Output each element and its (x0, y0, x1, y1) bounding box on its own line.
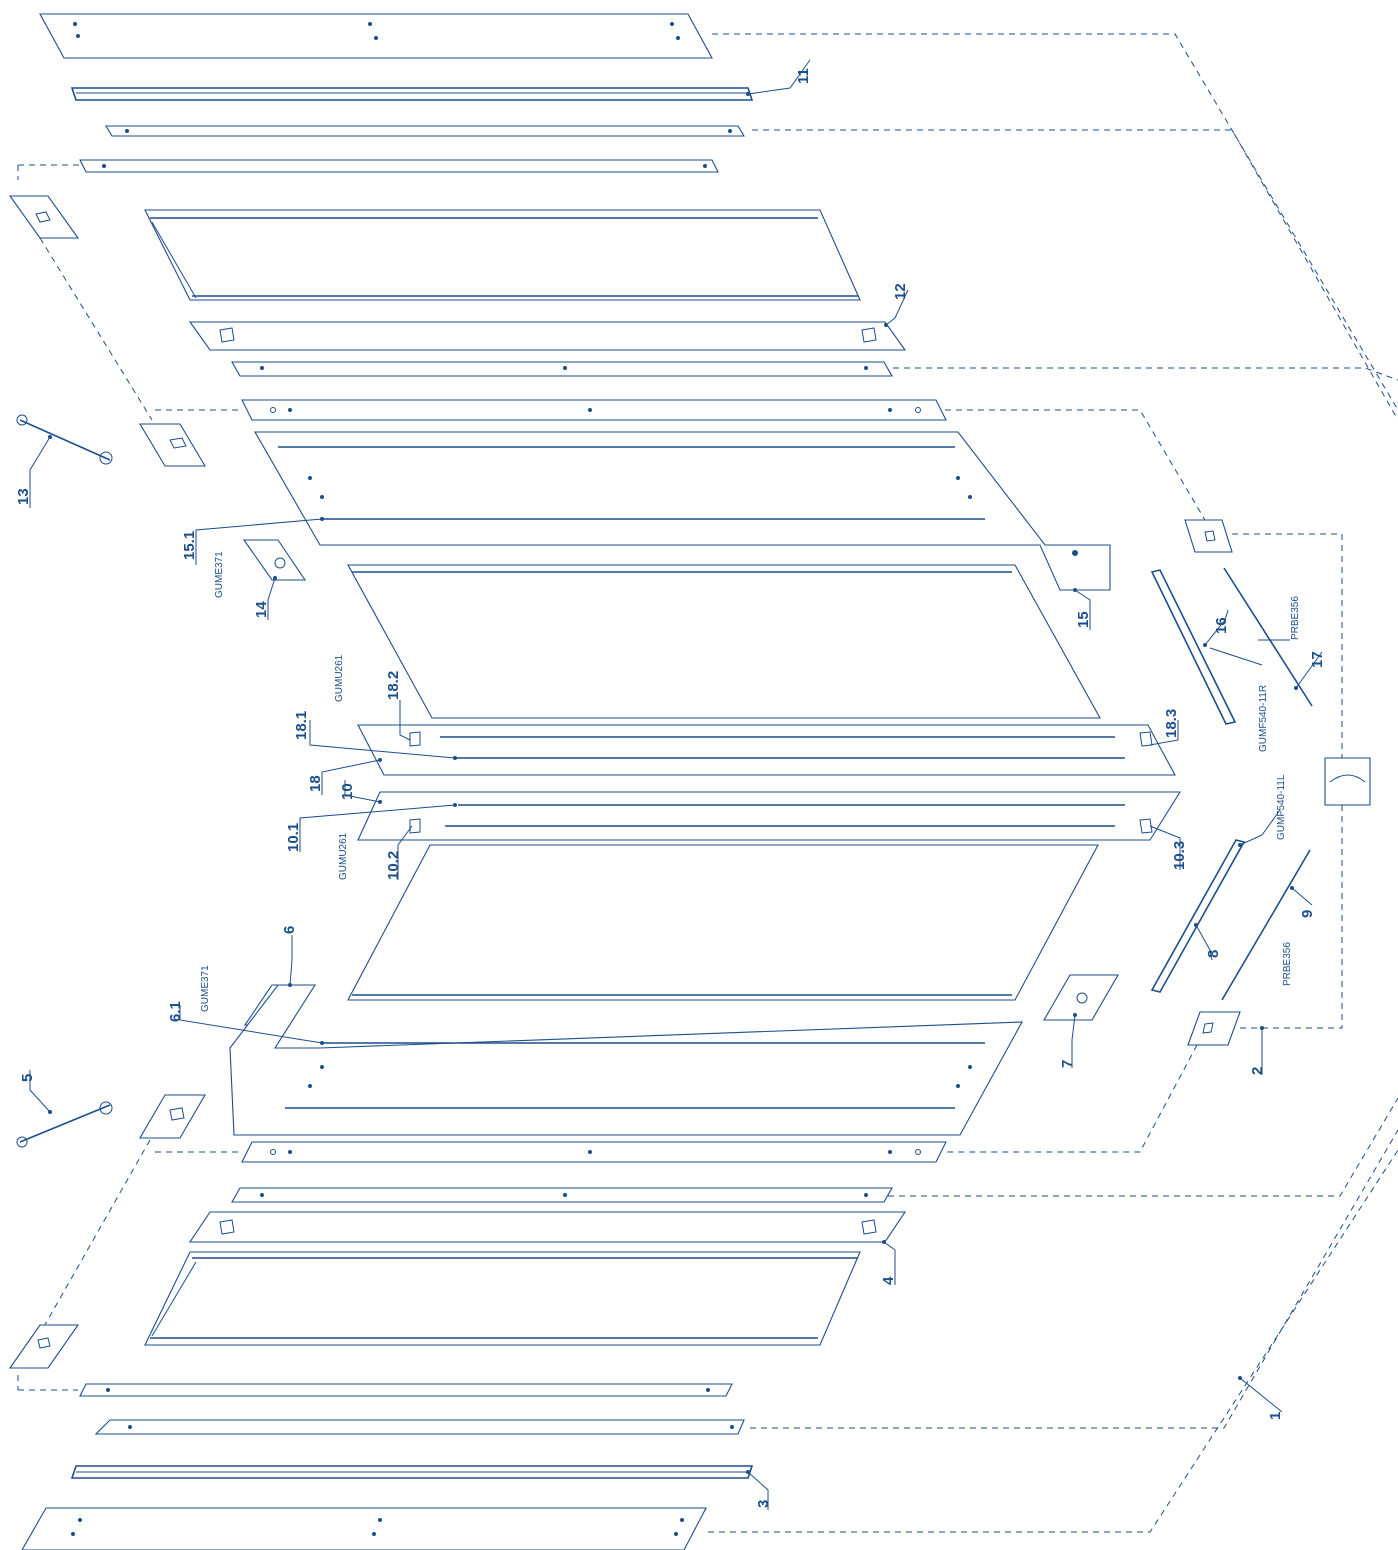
callout-6: 6 (281, 926, 298, 934)
right-profile-lower (1221, 849, 1311, 1001)
leader-lines (29, 59, 1323, 1510)
bottom-left-bracket (8, 1324, 80, 1369)
callout-5: 5 (19, 1074, 36, 1082)
right-bottom-bracket (1187, 1011, 1241, 1046)
right-seal-strip-upper (1150, 569, 1237, 725)
bottom-rail-strip (94, 1419, 745, 1435)
code-gume371-top: GUME371 (214, 551, 225, 598)
upper-roller-plate (242, 539, 307, 581)
code-gumf540-11r: GUMF540-11R (1258, 685, 1269, 752)
top-rail-strip (105, 125, 745, 137)
callout-labels: 11 12 13 15.1 GUME371 14 15 16 PRBE356 1… (15, 68, 1326, 1508)
callout-9: 9 (1299, 910, 1316, 918)
right-profile-upper (1223, 567, 1313, 707)
top-fixing-strip (79, 159, 719, 173)
callout-15: 15 (1075, 611, 1092, 628)
callout-4: 4 (880, 1276, 897, 1285)
callout-3: 3 (755, 1500, 772, 1508)
callout-1: 1 (1267, 1412, 1284, 1420)
code-prbe356-top: PRBE356 (1290, 596, 1301, 640)
callout-17: 17 (1309, 651, 1326, 668)
callout-10-3: 10.3 (1171, 841, 1188, 870)
leader-dots (48, 92, 1298, 1474)
lower-door-glass (347, 844, 1099, 1001)
lower-sliding-door-frame (229, 984, 1023, 1136)
bottom-guide-rail (70, 1465, 754, 1479)
callout-2: 2 (1249, 1067, 1266, 1075)
code-gumu261-bottom: GUMU261 (338, 832, 349, 880)
bottom-hinge-plate (188, 1211, 907, 1243)
top-guide-rail (70, 87, 754, 101)
bottom-fixing-strip (79, 1383, 733, 1397)
code-gumf540-11l: GUMF540-11L (1276, 774, 1287, 840)
callout-10-2: 10.2 (385, 851, 402, 880)
right-seal-strip-lower (1150, 839, 1246, 993)
upper-middle-strip (241, 399, 947, 421)
callout-11: 11 (795, 68, 812, 84)
upper-magnetic-plate (357, 724, 1176, 776)
bottom-fixed-glass-frame (144, 1251, 861, 1346)
lower-left-bracket (139, 1094, 206, 1139)
callout-14: 14 (253, 601, 270, 618)
callout-18: 18 (307, 775, 324, 792)
top-hinge-plate (188, 321, 907, 351)
bottom-cover-plate (21, 1507, 707, 1550)
callout-15-1: 15.1 (181, 531, 198, 560)
lower-roller-plate-right (1043, 974, 1119, 1021)
top-lower-strip (231, 361, 893, 377)
callout-6-1: 6.1 (167, 1001, 184, 1022)
bottom-upper-strip (231, 1187, 893, 1203)
callout-10-1: 10.1 (285, 823, 302, 852)
top-fixed-glass-frame (144, 209, 861, 301)
right-handle-plate (1324, 757, 1371, 806)
code-gume371-bottom: GUME371 (200, 965, 211, 1012)
upper-left-bracket (139, 423, 206, 467)
callout-10: 10 (339, 783, 356, 800)
lower-handle-rod (16, 1101, 113, 1148)
callout-8: 8 (1205, 950, 1222, 958)
callout-12: 12 (892, 283, 909, 300)
callout-18-2: 18.2 (385, 671, 402, 700)
lower-magnetic-plate (357, 791, 1181, 841)
lower-middle-strip (241, 1141, 947, 1163)
callout-13: 13 (15, 488, 32, 505)
right-top-bracket (1184, 519, 1233, 553)
upper-sliding-door-frame (254, 431, 1111, 591)
upper-handle-rod (16, 414, 113, 465)
assembly-guide-lines (17, 33, 1398, 1533)
callout-16: 16 (1213, 617, 1230, 634)
code-prbe356-bottom: PRBE356 (1282, 942, 1293, 986)
callout-18-3: 18.3 (1163, 709, 1180, 738)
top-left-bracket (8, 195, 80, 239)
callout-18-1: 18.1 (293, 711, 310, 740)
code-gumu261-top: GUMU261 (334, 654, 345, 702)
callout-7: 7 (1059, 1060, 1076, 1068)
upper-door-glass (347, 564, 1101, 719)
top-cover-plate (39, 13, 713, 59)
